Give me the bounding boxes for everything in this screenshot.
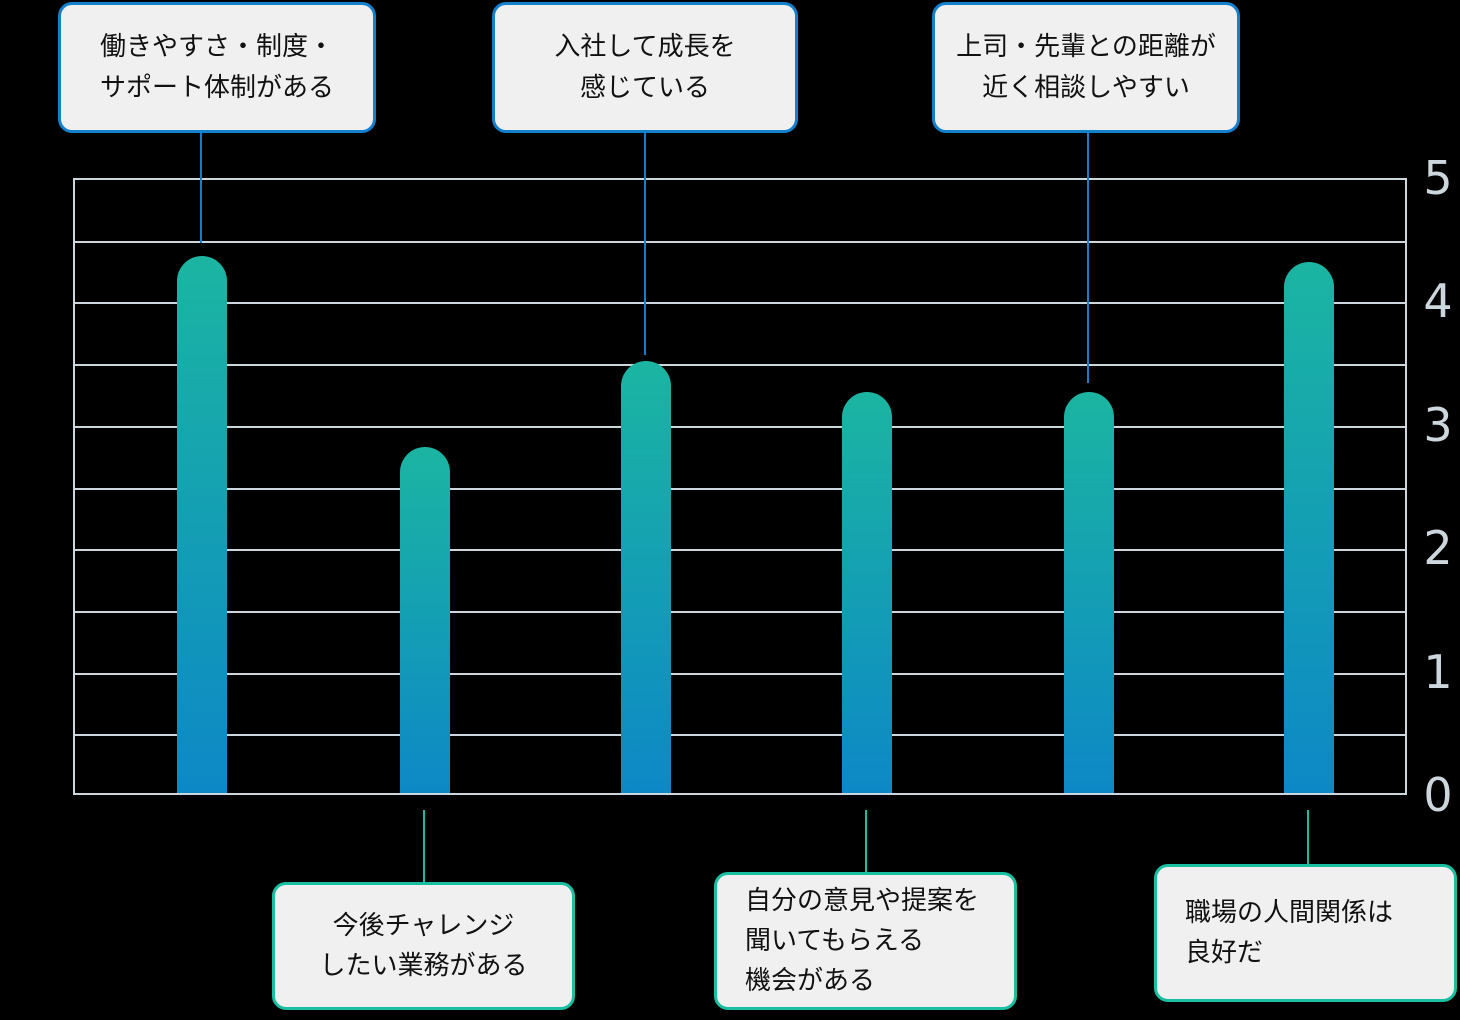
- gridline-1_0: [75, 672, 1405, 675]
- bar-2: [400, 447, 450, 793]
- y-tick-5: 5: [1423, 151, 1453, 205]
- plot-area: [73, 178, 1407, 795]
- bar-3: [621, 361, 671, 793]
- callout-work-environment-text: 働きやすさ・制度・ サポート体制がある: [99, 32, 334, 103]
- callout-opinions-heard[interactable]: 自分の意見や提案を 聞いてもらえる 機会がある: [714, 872, 1017, 1010]
- gridline-4_0: [75, 302, 1405, 305]
- y-tick-3: 3: [1423, 398, 1453, 452]
- y-tick-4: 4: [1423, 274, 1453, 328]
- callout-opinions-heard-text: 自分の意見や提案を 聞いてもらえる 機会がある: [745, 885, 980, 997]
- y-tick-2: 2: [1423, 521, 1453, 575]
- bar-5: [1064, 391, 1114, 793]
- bar-6: [1284, 262, 1334, 793]
- connector-supervisor-distance: [1087, 133, 1089, 383]
- connector-opinions-heard: [865, 810, 867, 872]
- gridline-1_5: [75, 610, 1405, 613]
- callout-supervisor-distance[interactable]: 上司・先輩との距離が 近く相談しやすい: [932, 2, 1240, 133]
- gridline-4_5: [75, 240, 1405, 243]
- connector-work-environment: [200, 133, 202, 243]
- callout-future-challenge-text: 今後チャレンジ したい業務がある: [319, 910, 528, 981]
- callout-growth-text: 入社して成長を 感じている: [554, 32, 736, 103]
- connector-future-challenge: [423, 810, 425, 882]
- callout-future-challenge[interactable]: 今後チャレンジ したい業務がある: [272, 882, 575, 1010]
- gridline-3_0: [75, 425, 1405, 428]
- callout-work-environment[interactable]: 働きやすさ・制度・ サポート体制がある: [58, 2, 376, 133]
- connector-relationships: [1307, 810, 1309, 864]
- callout-relationships-text: 職場の人間関係は 良好だ: [1185, 897, 1394, 968]
- gridline-0_5: [75, 734, 1405, 737]
- callout-supervisor-distance-text: 上司・先輩との距離が 近く相談しやすい: [956, 32, 1216, 103]
- connector-growth: [644, 133, 646, 355]
- callout-growth[interactable]: 入社して成長を 感じている: [492, 2, 798, 133]
- y-tick-0: 0: [1423, 768, 1453, 822]
- bar-1: [177, 256, 227, 793]
- gridline-2_5: [75, 487, 1405, 490]
- gridline-2_0: [75, 549, 1405, 552]
- callout-relationships[interactable]: 職場の人間関係は 良好だ: [1154, 864, 1457, 1002]
- bar-4: [842, 391, 892, 793]
- gridline-3_5: [75, 364, 1405, 367]
- y-tick-1: 1: [1423, 645, 1453, 699]
